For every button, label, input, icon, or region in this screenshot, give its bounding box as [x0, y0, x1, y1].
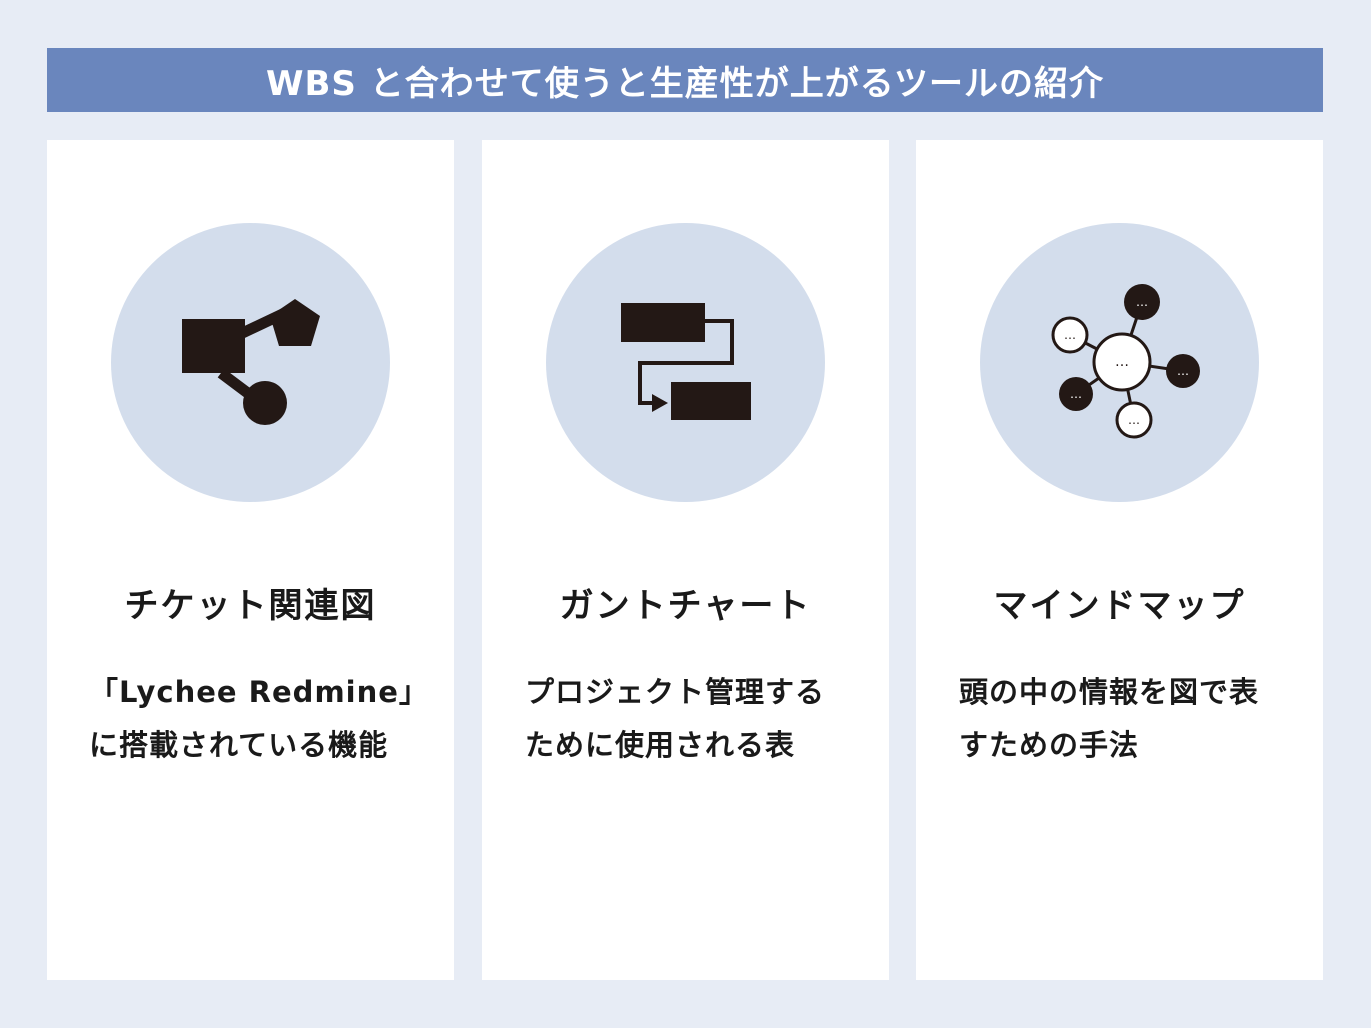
ticket-relation-icon	[182, 299, 320, 425]
card-title: ガントチャート	[559, 586, 812, 626]
card-title: チケット関連図	[124, 586, 377, 626]
desc-line: プロジェクト管理する	[525, 675, 826, 709]
card-description: 「Lychee Redmine」 に搭載されている機能	[89, 666, 429, 772]
icon-circle	[546, 223, 825, 502]
mind-map-icon: … … … … … …	[1051, 284, 1200, 439]
desc-line: すための手法	[959, 728, 1140, 762]
card-description: 頭の中の情報を図で表 すための手法	[959, 666, 1259, 772]
branch-node	[1115, 401, 1153, 439]
card-description: プロジェクト管理する ために使用される表	[525, 666, 825, 772]
branch-node	[1166, 354, 1200, 388]
arrow-head	[652, 394, 668, 412]
node-label: …	[1136, 295, 1148, 309]
gantt-bar-1	[621, 303, 705, 342]
center-node	[1092, 332, 1152, 392]
pentagon-node	[270, 299, 320, 346]
node-label: …	[1115, 354, 1129, 370]
branch-node	[1124, 284, 1160, 320]
gantt-chart-icon	[621, 303, 751, 420]
icon-circle: … … … … … …	[980, 223, 1259, 502]
title-bar: WBS と合わせて使うと生産性が上がるツールの紹介	[47, 48, 1323, 112]
branch-node	[1051, 316, 1089, 354]
gantt-bar-2	[671, 382, 751, 420]
node-label: …	[1177, 364, 1189, 378]
node-label: …	[1070, 387, 1082, 401]
page-title: WBS と合わせて使うと生産性が上がるツールの紹介	[265, 63, 1105, 104]
icon-circle	[111, 223, 390, 502]
card-gantt-chart: ガントチャート プロジェクト管理する ために使用される表	[482, 140, 889, 980]
card-title: マインドマップ	[993, 586, 1246, 626]
desc-line: に搭載されている機能	[89, 728, 389, 762]
node-label: …	[1128, 413, 1140, 427]
desc-line: ために使用される表	[525, 728, 796, 762]
card-ticket-relation: チケット関連図 「Lychee Redmine」 に搭載されている機能	[47, 140, 454, 980]
circle-node	[243, 381, 287, 425]
branch-node	[1059, 377, 1093, 411]
card-mind-map: … … … … … … マインドマップ 頭の中の情報を図で表 すための手法	[916, 140, 1323, 980]
desc-line: 「Lychee Redmine」	[89, 675, 429, 709]
square-node	[182, 319, 245, 373]
node-label: …	[1064, 328, 1076, 342]
desc-line: 頭の中の情報を図で表	[959, 675, 1260, 709]
